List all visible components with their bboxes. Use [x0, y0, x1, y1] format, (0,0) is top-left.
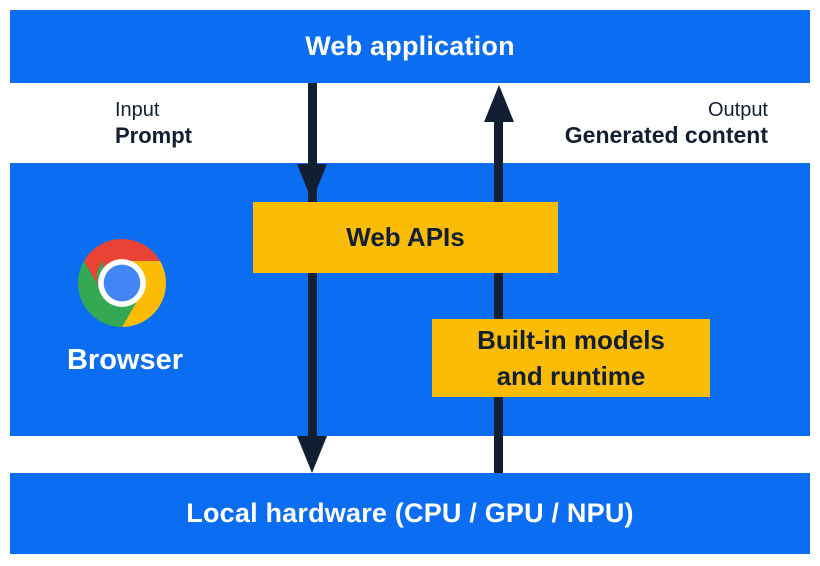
built-in-models-label-line1: Built-in models: [477, 325, 665, 355]
web-application-label: Web application: [305, 31, 515, 61]
output-label-group: Output Generated content: [565, 98, 768, 149]
output-caption: Output: [707, 99, 768, 121]
web-apis-label: Web APIs: [346, 222, 465, 252]
input-value-label: Prompt: [115, 123, 192, 148]
input-label-group: Input Prompt: [115, 98, 192, 149]
web-apis-box: Web APIs: [253, 202, 558, 273]
output-flow-arrowhead-to-web-app: [484, 85, 514, 122]
local-hardware-label: Local hardware (CPU / GPU / NPU): [186, 498, 634, 528]
chrome-logo-icon: [78, 239, 166, 327]
output-value-label: Generated content: [564, 122, 768, 148]
input-caption: Input: [115, 99, 160, 121]
built-in-models-label-line2: and runtime: [496, 361, 646, 391]
built-in-models-box: Built-in models and runtime: [432, 319, 710, 397]
browser-label: Browser: [66, 344, 184, 376]
local-hardware-bar: Local hardware (CPU / GPU / NPU): [10, 473, 810, 554]
output-flow-arrow-shaft: [494, 122, 503, 473]
input-flow-arrowhead-to-web-apis: [297, 164, 327, 201]
input-flow-arrowhead-to-hardware: [297, 436, 327, 473]
web-application-bar: Web application: [10, 10, 810, 83]
